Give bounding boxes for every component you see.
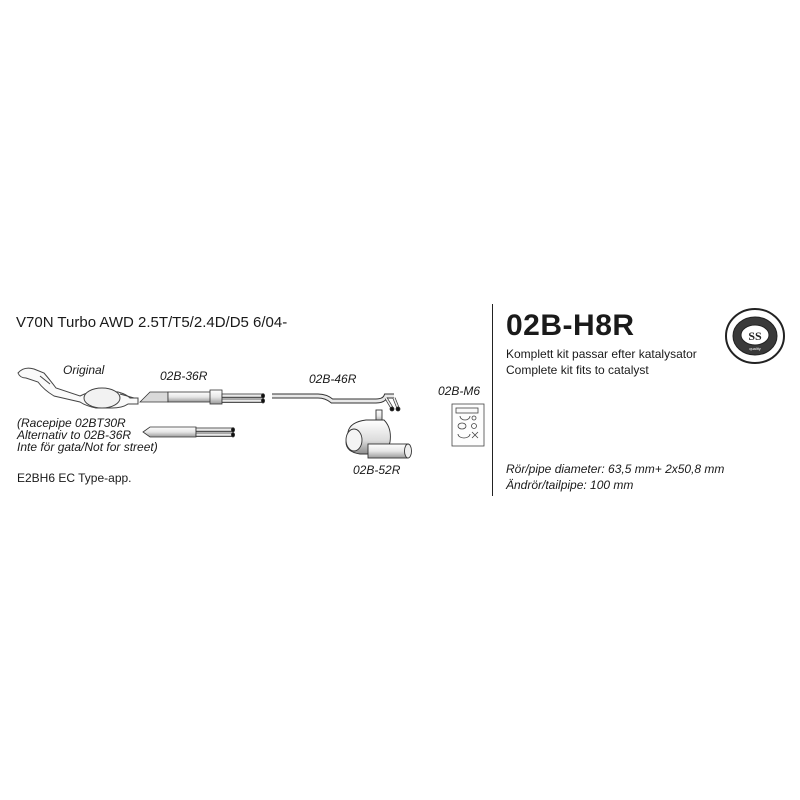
kit-code: 02B-H8R: [506, 309, 635, 342]
mid-pipe-drawing: [272, 393, 401, 412]
approval-text: E2BH6 EC Type-app.: [17, 471, 132, 485]
label-original: Original: [63, 363, 105, 377]
label-front-pipe: 02B-36R: [160, 369, 208, 383]
front-pipe-drawing: [139, 389, 265, 405]
pipe-diameter-spec: Rör/pipe diameter: 63,5 mm+ 2x50,8 mm: [506, 462, 725, 476]
rear-silencer-drawing: [345, 409, 412, 459]
svg-text:SS: SS: [748, 329, 762, 343]
kit-description-swedish: Komplett kit passar efter katalysator: [506, 347, 697, 361]
model-title: V70N Turbo AWD 2.5T/T5/2.4D/D5 6/04-: [16, 314, 288, 331]
racepipe-drawing: [142, 426, 235, 438]
original-downpipe-drawing: [17, 367, 139, 409]
racepipe-note-line1: (Racepipe 02BT30R: [17, 416, 126, 430]
racepipe-note-line2: Alternativ to 02B-36R: [17, 428, 132, 442]
kit-description-english: Complete kit fits to catalyst: [506, 363, 649, 377]
mounting-kit-drawing: [451, 403, 485, 447]
svg-text:quality: quality: [749, 346, 761, 351]
divider: [492, 304, 493, 496]
label-mid-pipe: 02B-46R: [309, 372, 357, 386]
racepipe-note-line3: Inte för gata/Not for street): [17, 440, 158, 454]
quality-seal-logo: SS quality: [725, 308, 785, 364]
tailpipe-spec: Ändrör/tailpipe: 100 mm: [506, 478, 634, 492]
label-rear-silencer: 02B-52R: [353, 463, 401, 477]
label-mounting-kit: 02B-M6: [438, 384, 481, 398]
